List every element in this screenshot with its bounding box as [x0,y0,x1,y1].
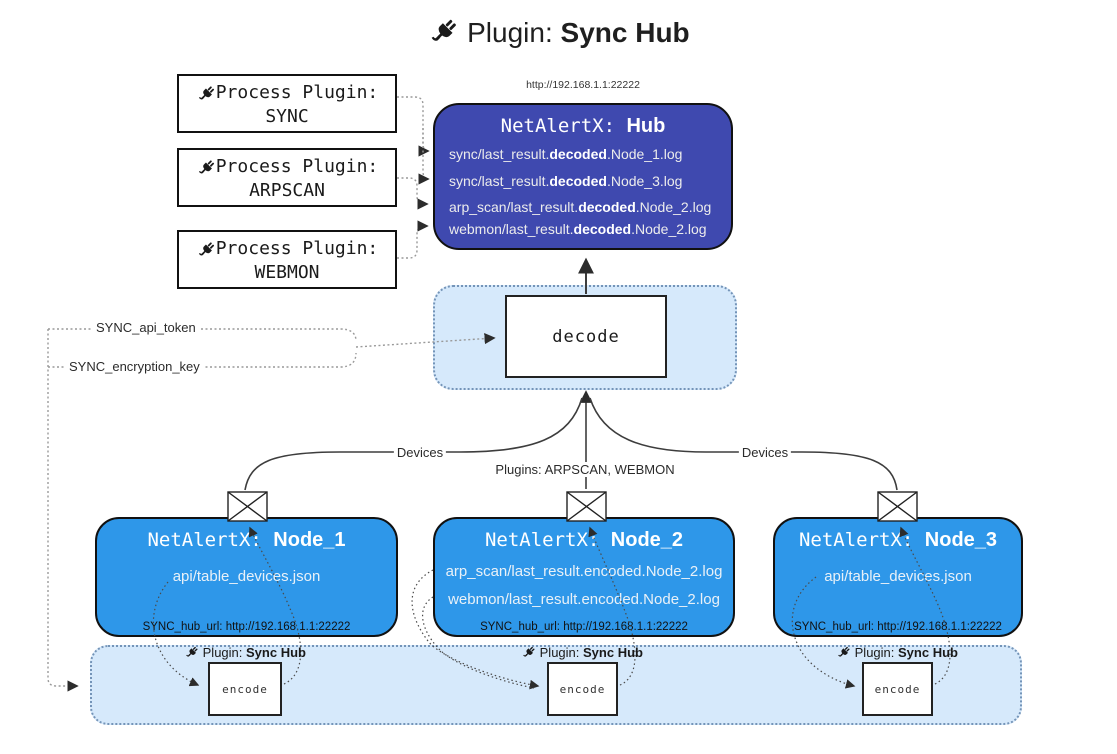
plugin-sync-hub-label: Plugin: Sync Hub [184,645,306,660]
node-title: NetAlertX: Node_2 [484,529,684,551]
hub-title: NetAlertX: Hub [435,115,731,138]
node-footer: SYNC_hub_url: http://192.168.1.1:22222 [480,621,688,633]
node-2-box: NetAlertX: Node_2 arp_scan/last_result.e… [433,517,735,637]
node-log-row: api/table_devices.json [172,568,321,585]
node-footer: SYNC_hub_url: http://192.168.1.1:22222 [794,621,1002,633]
plugins-label: Plugins: ARPSCAN, WEBMON [492,462,678,477]
node-title: NetAlertX: Node_1 [147,529,346,551]
encode-box: encode [862,662,933,716]
process-plugin-box-sync: Process Plugin: SYNC [177,74,397,133]
plug-icon [838,646,850,657]
devices-label-right: Devices [738,445,792,460]
encode-box: encode [208,662,282,716]
process-plugin-name: ARPSCAN [249,180,325,201]
plugin-sync-hub-label: Plugin: Sync Hub [521,645,643,660]
devices-label-left: Devices [393,445,447,460]
hub-log-row: webmon/last_result.decoded.Node_2.log [449,221,707,237]
decode-box: decode [505,295,667,378]
process-plugin-label: Process Plugin: [215,82,379,103]
diagram-title-prefix: Plugin: [467,17,553,48]
sync-encryption-key-label: SYNC_encryption_key [66,359,203,374]
node-3-box: NetAlertX: Node_3 api/table_devices.json… [773,517,1023,637]
diagram-title-name: Sync Hub [560,17,690,48]
plug-icon [432,19,457,41]
process-plugin-label: Process Plugin: [215,238,379,259]
encode-box: encode [547,662,618,716]
node-1-box: NetAlertX: Node_1 api/table_devices.json… [95,517,398,637]
hub-url: http://192.168.1.1:22222 [526,79,640,91]
plug-icon [198,160,214,174]
hub-title-prefix: NetAlertX: [500,115,616,137]
hub-log-row: sync/last_result.decoded.Node_3.log [449,173,683,189]
process-plugin-name: SYNC [265,106,309,127]
plug-icon [198,242,214,256]
process-plugin-box-webmon: Process Plugin: WEBMON [177,230,397,289]
plugin-sync-hub-label: Plugin: Sync Hub [836,645,958,660]
hub-log-row: arp_scan/last_result.decoded.Node_2.log [449,199,712,215]
hub-title-name: Hub [626,115,666,137]
node-footer: SYNC_hub_url: http://192.168.1.1:22222 [142,621,351,633]
plug-icon [198,86,214,100]
process-plugin-label: Process Plugin: [215,156,379,177]
node-log-row: webmon/last_result.encoded.Node_2.log [448,591,720,608]
hub-box: NetAlertX: Hub sync/last_result.decoded.… [433,103,733,250]
node-log-row: arp_scan/last_result.encoded.Node_2.log [445,563,723,580]
process-plugin-box-arpscan: Process Plugin: ARPSCAN [177,148,397,207]
hub-log-row: sync/last_result.decoded.Node_1.log [449,146,683,162]
node-log-row: api/table_devices.json [824,568,972,585]
node-title: NetAlertX: Node_3 [798,529,998,551]
plug-icon [186,646,198,657]
plug-icon [523,646,535,657]
sync-api-token-label: SYNC_api_token [93,320,199,335]
process-plugin-name: WEBMON [254,262,320,283]
diagram-title: Plugin: Sync Hub [0,16,1117,49]
